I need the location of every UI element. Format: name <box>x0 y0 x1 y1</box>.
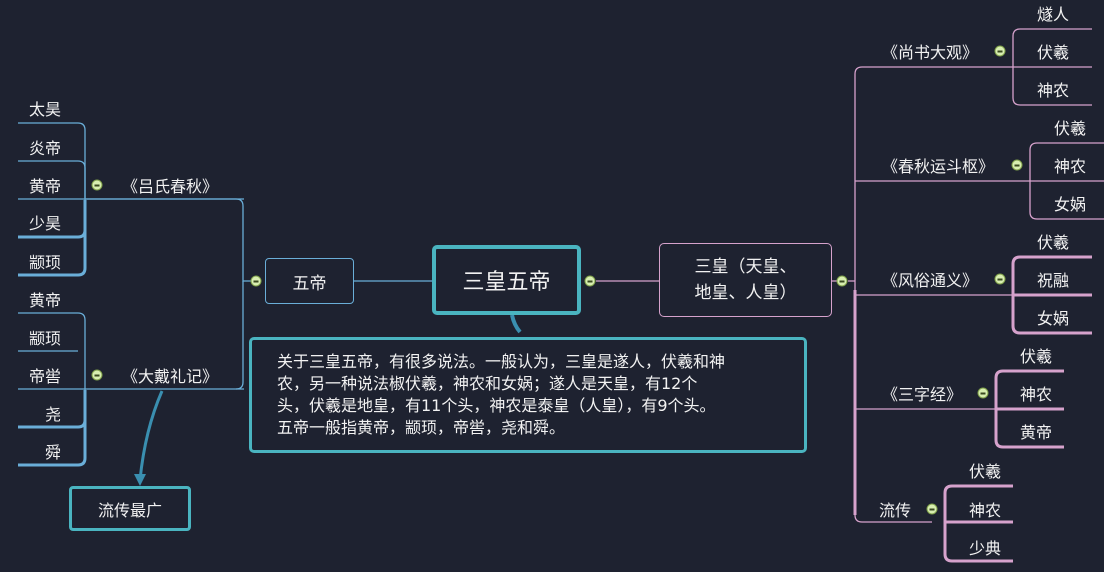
leaf-huangdi[interactable]: 黄帝 <box>28 291 62 310</box>
collapse-toggle[interactable] <box>994 45 1006 57</box>
leaf-shaodian[interactable]: 少典 <box>968 539 1002 558</box>
leaf-zhuanxu[interactable]: 颛顼 <box>28 329 62 348</box>
leaf-yao[interactable]: 尧 <box>44 405 62 424</box>
leaf-zhuanxu[interactable]: 颛顼 <box>28 253 62 272</box>
leaf-fuxi[interactable]: 伏羲 <box>968 462 1002 481</box>
collapse-toggle[interactable] <box>836 275 848 287</box>
collapse-toggle[interactable] <box>1011 159 1023 171</box>
collapse-toggle[interactable] <box>926 503 938 515</box>
leaf-shennong[interactable]: 神农 <box>968 501 1002 520</box>
node-sanhuang[interactable]: 三皇（天皇、 地皇、人皇） <box>659 243 832 317</box>
branch-chunqiuyundoushu[interactable]: 《春秋运斗枢》 <box>881 157 995 176</box>
leaf-shennong[interactable]: 神农 <box>1036 81 1070 100</box>
note-box: 关于三皇五帝，有很多说法。一般认为，三皇是遂人，伏羲和神 农，另一种说法椒伏羲，… <box>249 337 807 453</box>
leaf-diku[interactable]: 帝喾 <box>28 367 62 386</box>
collapse-toggle[interactable] <box>994 273 1006 285</box>
leaf-taihao[interactable]: 太昊 <box>28 100 62 119</box>
branch-liuchuan[interactable]: 流传 <box>878 501 912 520</box>
leaf-huangdi[interactable]: 黄帝 <box>28 177 62 196</box>
node-sanhuang-line: 三皇（天皇、 <box>694 257 797 277</box>
note-line: 农，另一种说法椒伏羲，神农和女娲；遂人是天皇，有12个 <box>277 374 698 393</box>
collapse-toggle[interactable] <box>977 387 989 399</box>
collapse-toggle[interactable] <box>91 179 103 191</box>
central-topic[interactable]: 三皇五帝 <box>432 245 581 315</box>
leaf-huangdi[interactable]: 黄帝 <box>1019 423 1053 442</box>
collapse-toggle[interactable] <box>584 275 596 287</box>
leaf-zhurong[interactable]: 祝融 <box>1036 271 1070 290</box>
leaf-fuxi[interactable]: 伏羲 <box>1019 347 1053 366</box>
leaf-shennong[interactable]: 神农 <box>1053 157 1087 176</box>
branch-sanzijing[interactable]: 《三字经》 <box>881 385 963 404</box>
leaf-fuxi[interactable]: 伏羲 <box>1036 43 1070 62</box>
branch-dadailiji[interactable]: 《大戴礼记》 <box>121 367 219 386</box>
leaf-nuwa[interactable]: 女娲 <box>1036 309 1070 328</box>
node-wudi[interactable]: 五帝 <box>265 258 354 304</box>
leaf-suiren[interactable]: 燧人 <box>1036 5 1070 24</box>
branch-shangshudaguan[interactable]: 《尚书大观》 <box>881 43 979 62</box>
leaf-fuxi[interactable]: 伏羲 <box>1036 233 1070 252</box>
leaf-shaohao[interactable]: 少昊 <box>28 214 62 233</box>
leaf-shennong[interactable]: 神农 <box>1019 385 1053 404</box>
leaf-yandi[interactable]: 炎帝 <box>28 139 62 158</box>
node-sanhuang-line: 地皇、人皇） <box>694 283 797 303</box>
leaf-nuwa[interactable]: 女娲 <box>1053 195 1087 214</box>
callout-liuchuanzuiguang[interactable]: 流传最广 <box>69 486 191 531</box>
note-line: 头，伏羲是地皇，有11个头，神农是泰皇（人皇），有9个头。 <box>277 396 716 415</box>
collapse-toggle[interactable] <box>250 275 262 287</box>
collapse-toggle[interactable] <box>91 369 103 381</box>
branch-fengsutongyi[interactable]: 《风俗通义》 <box>881 271 979 290</box>
note-line: 关于三皇五帝，有很多说法。一般认为，三皇是遂人，伏羲和神 <box>277 352 726 371</box>
note-line: 五帝一般指黄帝，颛顼，帝喾，尧和舜。 <box>277 418 566 437</box>
branch-lushichunqiu[interactable]: 《吕氏春秋》 <box>121 177 219 196</box>
leaf-shun[interactable]: 舜 <box>44 443 62 462</box>
leaf-fuxi[interactable]: 伏羲 <box>1053 119 1087 138</box>
